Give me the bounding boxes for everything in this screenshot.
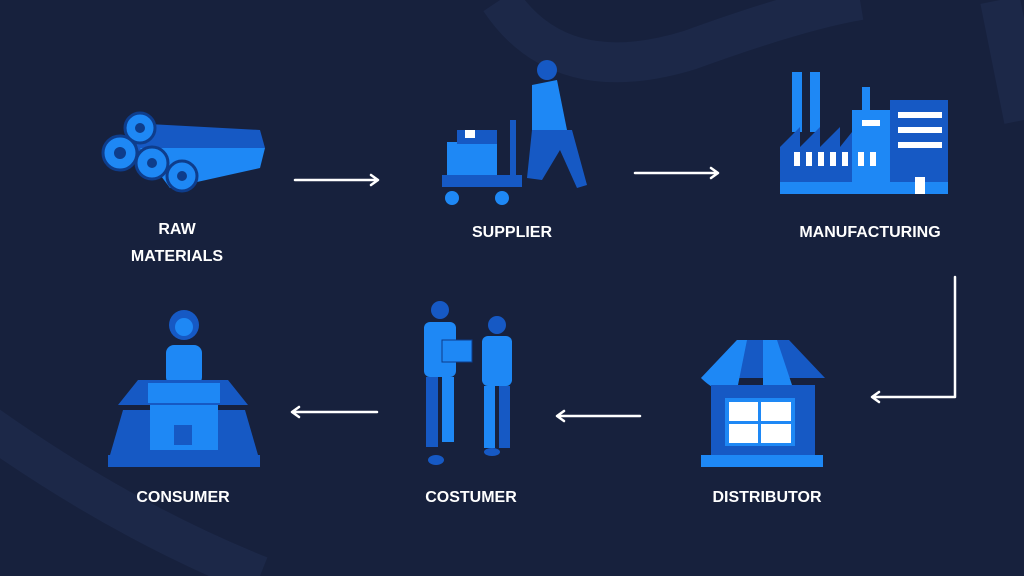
arrow-distributor-to-costumer: [555, 409, 642, 423]
arrow-costumer-to-consumer: [290, 405, 379, 419]
costumer-label: COSTUMER: [425, 489, 517, 506]
arrow-raw-to-supplier: [293, 173, 380, 187]
handover-icon: [424, 301, 512, 465]
raw-materials-icon: [101, 111, 265, 193]
manufacturing-label: MANUFACTURING: [799, 224, 941, 241]
arrow-manufacturing-to-distributor: [870, 275, 957, 404]
arrow-supplier-to-manufacturing: [633, 166, 720, 180]
store-icon: [701, 340, 825, 467]
supplier-label: SUPPLIER: [471, 224, 553, 241]
raw-materials-label: RAW MATERIALS: [131, 216, 223, 270]
distributor-label: DISTRIBUTOR: [712, 489, 822, 506]
label-line: MATERIALS: [130, 248, 224, 265]
factory-icon: [780, 72, 948, 194]
supplier-icon: [442, 60, 587, 205]
label-line: RAW: [158, 221, 196, 238]
consumer-unboxing-icon: [108, 310, 260, 467]
consumer-label: CONSUMER: [136, 489, 230, 506]
